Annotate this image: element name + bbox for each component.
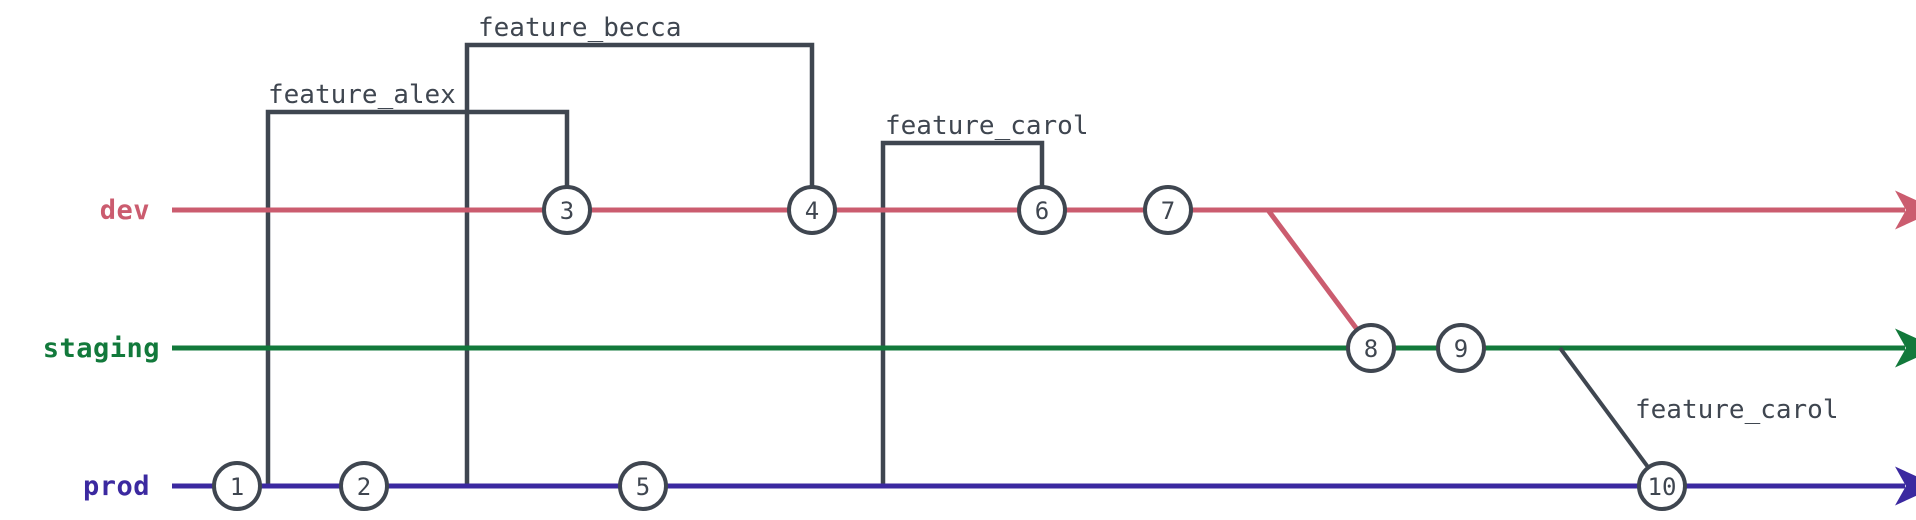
commit-label-3: 3 [560, 197, 574, 225]
branch-label-prod[interactable]: prod [83, 471, 150, 502]
merge-label-feature_carol[interactable]: feature_carol [1635, 395, 1839, 425]
commit-node-2[interactable]: 2 [339, 461, 389, 511]
commit-node-5[interactable]: 5 [618, 461, 668, 511]
commit-label-1: 1 [230, 473, 244, 501]
commit-node-3[interactable]: 3 [542, 185, 592, 235]
commit-label-4: 4 [805, 197, 819, 225]
feature-branch-labels: feature_alex feature_becca feature_carol… [268, 13, 1839, 425]
commit-label-6: 6 [1035, 197, 1049, 225]
commit-nodes: 1 2 3 4 5 6 7 [212, 185, 1687, 511]
branch-lines [172, 190, 1916, 506]
commit-node-7[interactable]: 7 [1143, 185, 1193, 235]
feature-branch-path-feature_becca [464, 42, 815, 486]
commit-node-6[interactable]: 6 [1017, 185, 1067, 235]
feature-label-feature_becca[interactable]: feature_becca [478, 13, 682, 43]
commit-label-9: 9 [1454, 335, 1468, 363]
feature-branch-path-feature_carol [880, 140, 1045, 486]
commit-label-8: 8 [1364, 335, 1378, 363]
commit-node-10[interactable]: 10 [1637, 461, 1687, 511]
commit-node-4[interactable]: 4 [787, 185, 837, 235]
commit-node-1[interactable]: 1 [212, 461, 262, 511]
merge-lines [1265, 208, 1664, 488]
commit-label-7: 7 [1161, 197, 1175, 225]
merge-line-staging-to-prod-feature-carol [1558, 346, 1664, 488]
merge-line-dev-to-staging [1265, 208, 1374, 350]
commit-node-8[interactable]: 8 [1346, 323, 1396, 373]
branch-label-dev[interactable]: dev [100, 195, 150, 226]
commit-label-2: 2 [357, 473, 371, 501]
feature-label-feature_carol[interactable]: feature_carol [885, 111, 1089, 141]
feature-label-feature_alex[interactable]: feature_alex [268, 80, 456, 110]
commit-label-10: 10 [1648, 473, 1677, 501]
commit-label-5: 5 [636, 473, 650, 501]
feature-branch-paths [265, 42, 1045, 486]
branch-name-labels: dev staging prod [43, 195, 160, 502]
feature-branch-path-feature_alex [265, 109, 570, 486]
commit-node-9[interactable]: 9 [1436, 323, 1486, 373]
branch-label-staging[interactable]: staging [43, 333, 160, 364]
